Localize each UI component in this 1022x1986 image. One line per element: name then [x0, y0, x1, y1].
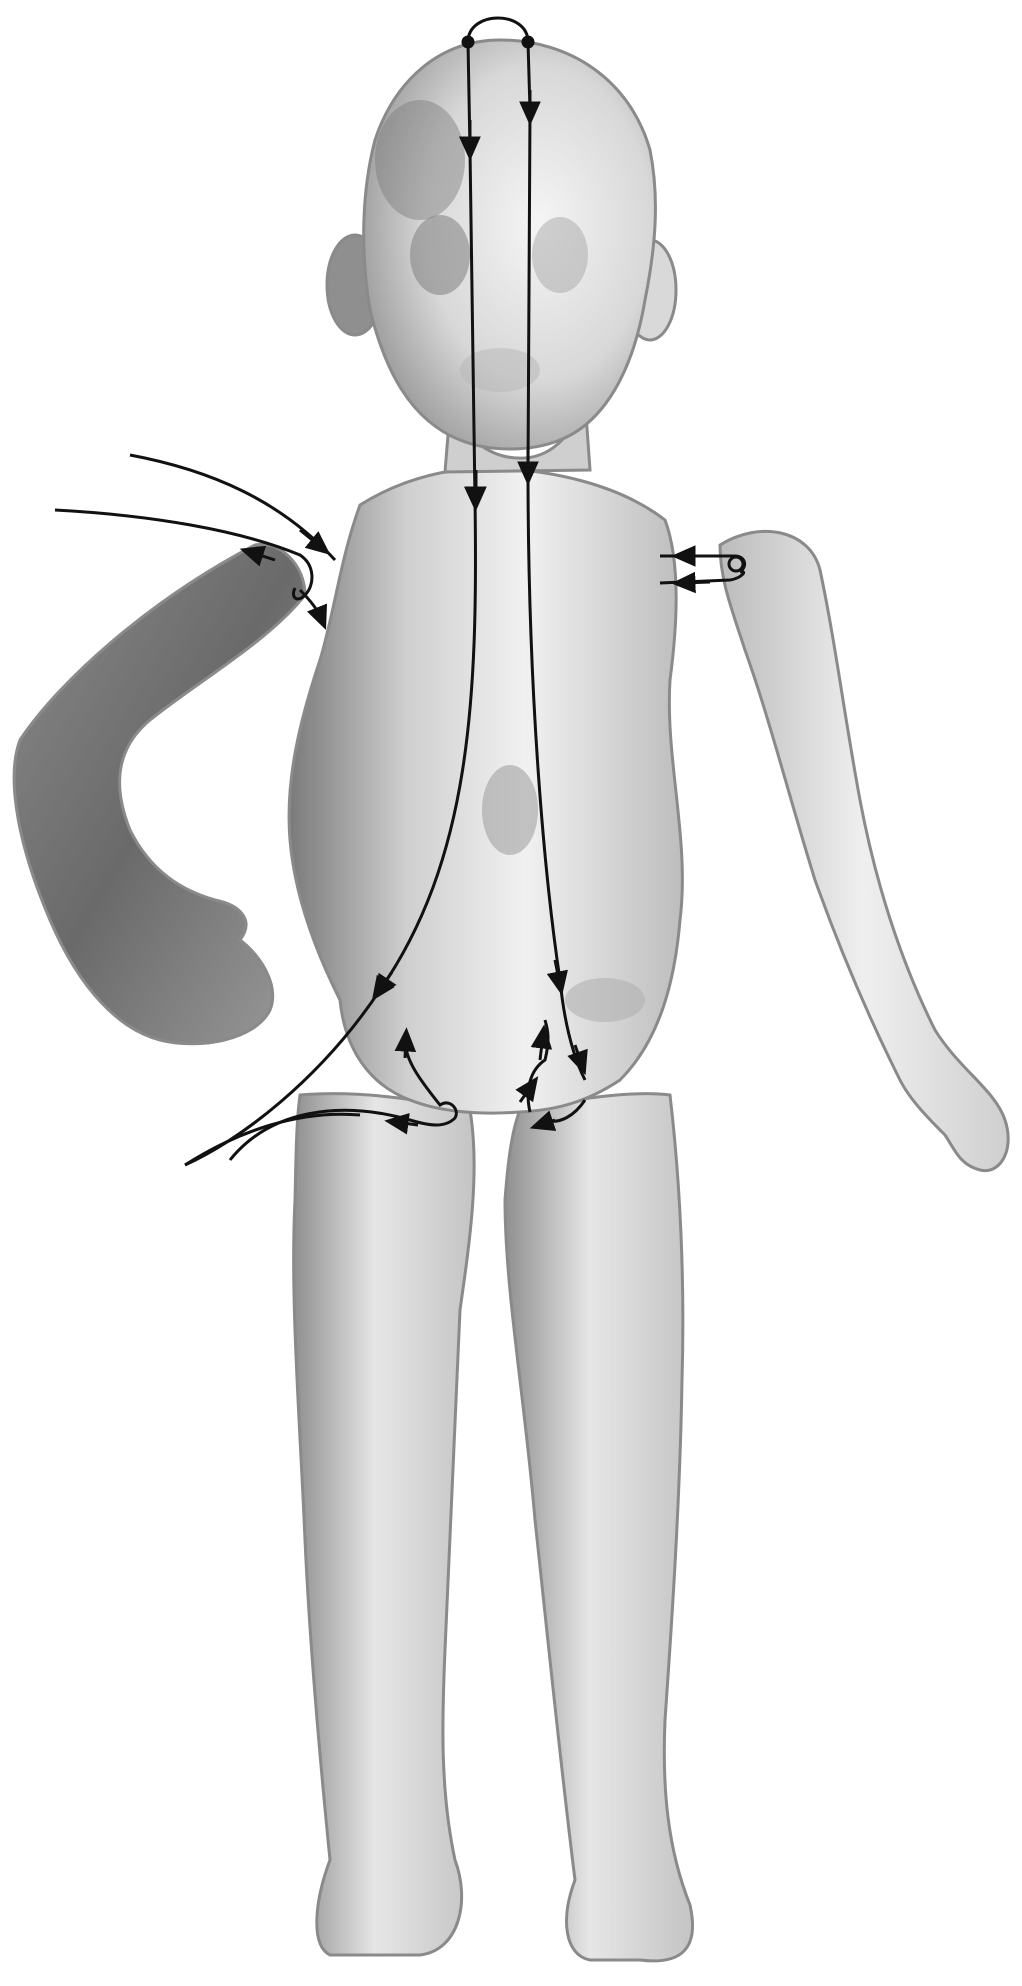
forehead-shade — [375, 100, 465, 220]
left-leg — [505, 1094, 693, 1961]
doll-body — [14, 40, 1008, 1961]
right-leg — [294, 1094, 475, 1955]
right-arm-hook-tail — [300, 590, 322, 620]
left-arm — [720, 531, 1008, 1170]
tension-lead-upper — [130, 455, 335, 560]
right-arm — [14, 544, 305, 1043]
navel-shade — [482, 765, 538, 855]
left-arm-hook-arrow-b — [682, 582, 710, 583]
left-eye-shade — [532, 217, 588, 293]
right-eye-shade — [410, 215, 470, 295]
tension-lead-upper-arrow — [300, 530, 322, 548]
right-leg-hook-arrow-b — [405, 1038, 406, 1058]
hip-shade — [565, 978, 645, 1022]
head-loop-top — [468, 18, 528, 42]
